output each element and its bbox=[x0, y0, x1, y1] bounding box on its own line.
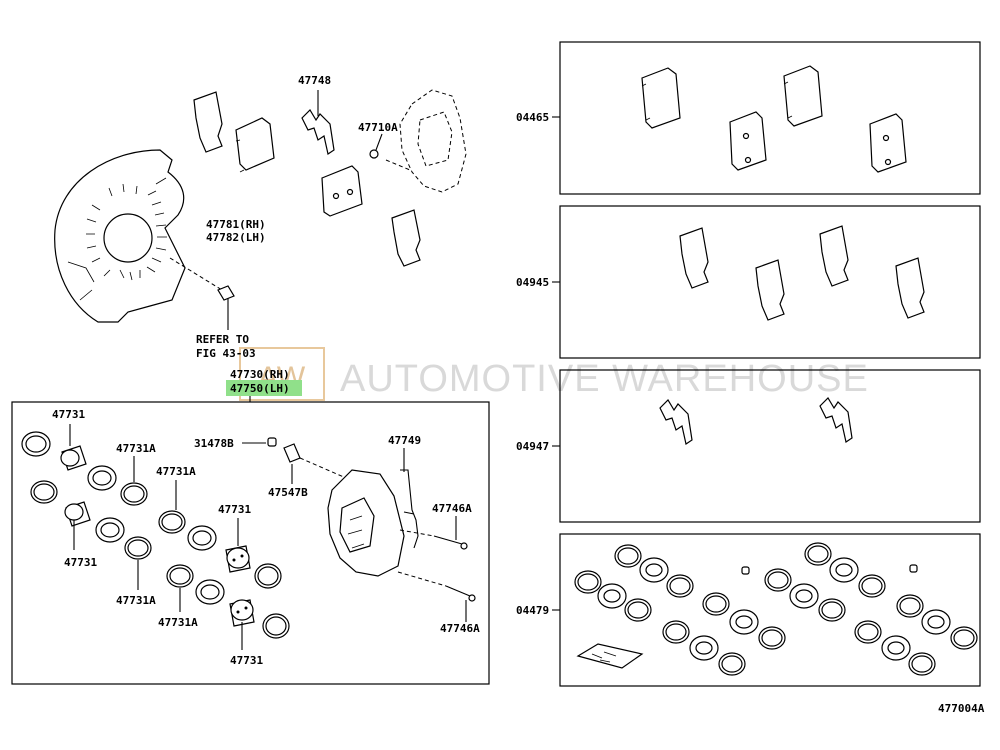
label-47710a: 47710A bbox=[358, 121, 398, 134]
kit-04465-pad-3[interactable] bbox=[783, 65, 823, 127]
grease-packet-part[interactable] bbox=[576, 643, 644, 669]
dust-cover-part[interactable] bbox=[54, 149, 186, 323]
piston-1[interactable] bbox=[60, 445, 87, 471]
label-47731a-b: 47731A bbox=[156, 465, 196, 478]
guide-pin-1-part[interactable] bbox=[433, 535, 468, 550]
wear-sensor-part[interactable] bbox=[400, 469, 419, 549]
label-31478b: 31478B bbox=[194, 437, 234, 450]
brake-pad-upper-2[interactable] bbox=[235, 117, 275, 173]
kit-04479-seals[interactable] bbox=[574, 542, 978, 676]
guide-pin-2-part[interactable] bbox=[445, 585, 476, 602]
watermark-text: AUTOMOTIVE WAREHOUSE bbox=[340, 358, 869, 400]
label-47731-c: 47731 bbox=[64, 556, 97, 569]
figure-code: 477004A bbox=[938, 702, 985, 715]
label-47750: 47750(LH) bbox=[230, 382, 290, 395]
label-47547b: 47547B bbox=[268, 486, 308, 499]
piston-2[interactable] bbox=[64, 501, 91, 527]
kit-leaders bbox=[552, 116, 560, 611]
label-47731-a: 47731 bbox=[52, 408, 85, 421]
seal-ring-6[interactable] bbox=[124, 536, 152, 560]
seal-ring-3[interactable] bbox=[120, 482, 148, 506]
caliper-outline-upper bbox=[385, 89, 467, 193]
watermark-logo-box bbox=[239, 347, 325, 401]
kit-box-04465 bbox=[559, 41, 981, 195]
plug-leader bbox=[299, 457, 347, 479]
dust-cover-leader bbox=[169, 257, 223, 291]
bolt-part[interactable] bbox=[217, 285, 235, 330]
label-04479: 04479 bbox=[516, 604, 549, 617]
label-47731a-c: 47731A bbox=[116, 594, 156, 607]
label-47731a-a: 47731A bbox=[116, 442, 156, 455]
piston-4[interactable] bbox=[229, 599, 255, 627]
caliper-assembly-box bbox=[11, 401, 490, 685]
lower-left-leaders bbox=[69, 424, 243, 650]
kit-04465-pad-2[interactable] bbox=[729, 111, 767, 171]
watermark: AW AUTOMOTIVE WAREHOUSE bbox=[239, 347, 869, 401]
label-47731-d: 47731 bbox=[230, 654, 263, 667]
label-04945: 04945 bbox=[516, 276, 549, 289]
brake-pad-upper-1[interactable] bbox=[193, 91, 223, 153]
seal-ring-11[interactable] bbox=[195, 579, 225, 605]
label-04465: 04465 bbox=[516, 111, 549, 124]
pin1-leader bbox=[399, 529, 435, 537]
kit-04947-spring-1[interactable] bbox=[659, 399, 693, 445]
bleeder-plug-part[interactable] bbox=[283, 443, 301, 484]
label-04947: 04947 bbox=[516, 440, 549, 453]
piston-3[interactable] bbox=[225, 545, 251, 573]
label-47746a-b: 47746A bbox=[440, 622, 480, 635]
label-47746a-a: 47746A bbox=[432, 502, 472, 515]
seal-ring-4[interactable] bbox=[30, 480, 58, 504]
kit-04945-shim-4[interactable] bbox=[895, 257, 925, 319]
pin2-leader bbox=[397, 571, 447, 587]
brake-pad-upper-3[interactable] bbox=[321, 165, 363, 217]
label-fig-43-03: FIG 43-03 bbox=[196, 347, 256, 360]
bleeder-cap-part[interactable] bbox=[267, 437, 277, 447]
label-47782: 47782(LH) bbox=[206, 231, 266, 244]
label-47731a-d: 47731A bbox=[158, 616, 198, 629]
seal-ring-2[interactable] bbox=[87, 465, 117, 491]
label-47749: 47749 bbox=[388, 434, 421, 447]
seal-ring-9[interactable] bbox=[254, 563, 282, 589]
caliper-body-part[interactable] bbox=[327, 469, 405, 577]
kit-04945-shim-3[interactable] bbox=[819, 225, 849, 287]
label-47748: 47748 bbox=[298, 74, 331, 87]
label-47781: 47781(RH) bbox=[206, 218, 266, 231]
highlight-47750 bbox=[226, 380, 302, 396]
label-47731-b: 47731 bbox=[218, 503, 251, 516]
seal-ring-7[interactable] bbox=[158, 510, 186, 534]
kit-04945-shim-2[interactable] bbox=[755, 259, 785, 321]
brake-pad-upper-4[interactable] bbox=[391, 209, 421, 267]
kit-04465-pad-1[interactable] bbox=[641, 67, 681, 129]
kit-04465-pad-4[interactable] bbox=[869, 113, 907, 173]
bleeder-bolt-part[interactable] bbox=[369, 133, 383, 159]
seal-ring-8[interactable] bbox=[187, 525, 217, 551]
seal-ring-1[interactable] bbox=[21, 431, 51, 457]
kit-04947-spring-2[interactable] bbox=[819, 397, 853, 443]
kit-04945-shim-1[interactable] bbox=[679, 227, 709, 289]
seal-ring-10[interactable] bbox=[166, 564, 194, 588]
seal-ring-5[interactable] bbox=[95, 517, 125, 543]
anti-rattle-spring-part[interactable] bbox=[301, 109, 335, 155]
seal-ring-12[interactable] bbox=[262, 613, 290, 639]
label-47730: 47730(RH) bbox=[230, 368, 290, 381]
label-refer-to: REFER TO bbox=[196, 333, 249, 346]
